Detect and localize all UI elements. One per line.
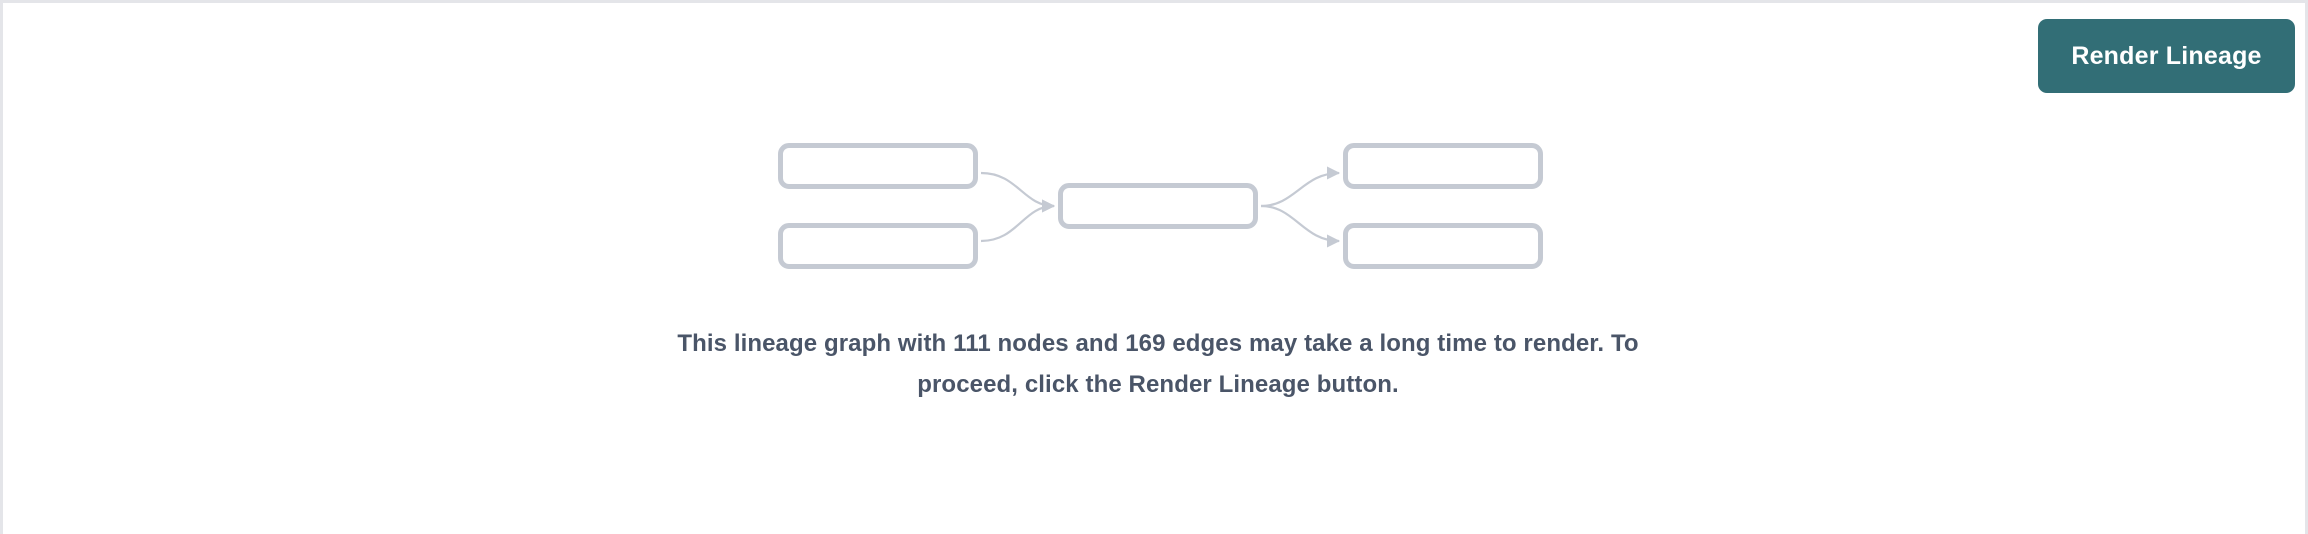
edge-source-top-to-center	[980, 171, 1056, 213]
edge-center-to-target-top	[1260, 166, 1341, 208]
lineage-warning-message: This lineage graph with 111 nodes and 16…	[677, 330, 1639, 398]
ghost-node-source-top	[778, 143, 978, 189]
lineage-graph-placeholder	[773, 133, 1553, 283]
ghost-node-target-bottom	[1343, 223, 1543, 269]
lineage-edges-svg	[980, 166, 1341, 248]
edge-source-bottom-to-center	[980, 199, 1056, 243]
ghost-node-center	[1058, 183, 1258, 229]
lineage-toolbar: Render Lineage	[3, 3, 2305, 113]
edge-center-to-target-bottom	[1260, 204, 1341, 248]
ghost-node-source-bottom	[778, 223, 978, 269]
render-lineage-button[interactable]: Render Lineage	[2038, 19, 2295, 93]
ghost-node-target-top	[1343, 143, 1543, 189]
